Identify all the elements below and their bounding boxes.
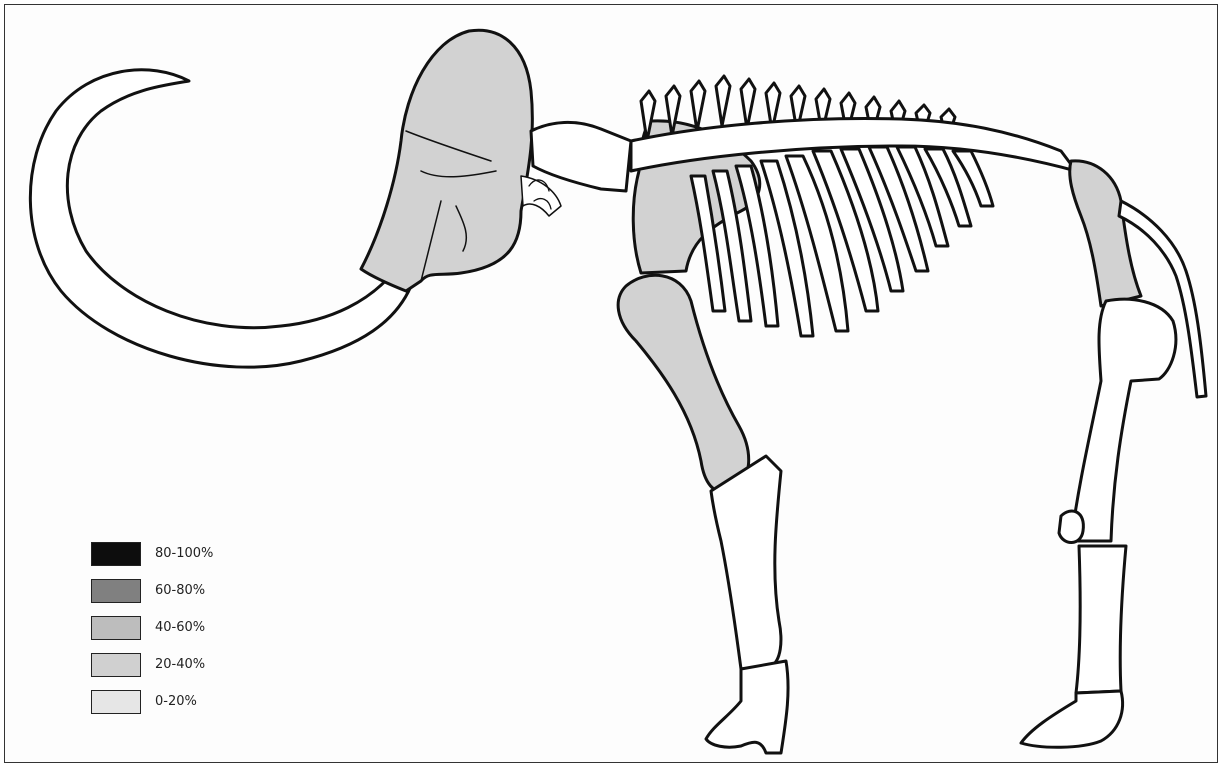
front-foot [706, 661, 788, 753]
mandible [521, 176, 561, 216]
cervical-vertebrae [531, 122, 631, 191]
radius-ulna [711, 456, 781, 669]
tusk [30, 70, 411, 367]
skull [361, 30, 532, 291]
legend-swatch [91, 579, 141, 603]
legend-label: 20-40% [155, 657, 205, 672]
femur [1071, 299, 1176, 541]
legend: 80-100% 60-80% 40-60% 20-40% 0-20% [91, 535, 213, 720]
legend-item: 40-60% [91, 609, 213, 646]
humerus [618, 275, 749, 492]
legend-swatch [91, 616, 141, 640]
pelvis [1070, 161, 1141, 306]
legend-item: 60-80% [91, 572, 213, 609]
hind-foot [1021, 691, 1123, 747]
patella [1059, 511, 1083, 543]
legend-label: 60-80% [155, 583, 205, 598]
legend-label: 80-100% [155, 546, 213, 561]
legend-swatch [91, 653, 141, 677]
legend-item: 0-20% [91, 683, 213, 720]
legend-item: 80-100% [91, 535, 213, 572]
legend-label: 0-20% [155, 694, 197, 709]
figure-frame: 80-100% 60-80% 40-60% 20-40% 0-20% [4, 4, 1218, 763]
tibia-fibula [1076, 546, 1126, 693]
legend-swatch [91, 690, 141, 714]
legend-item: 20-40% [91, 646, 213, 683]
legend-label: 40-60% [155, 620, 205, 635]
legend-swatch [91, 542, 141, 566]
